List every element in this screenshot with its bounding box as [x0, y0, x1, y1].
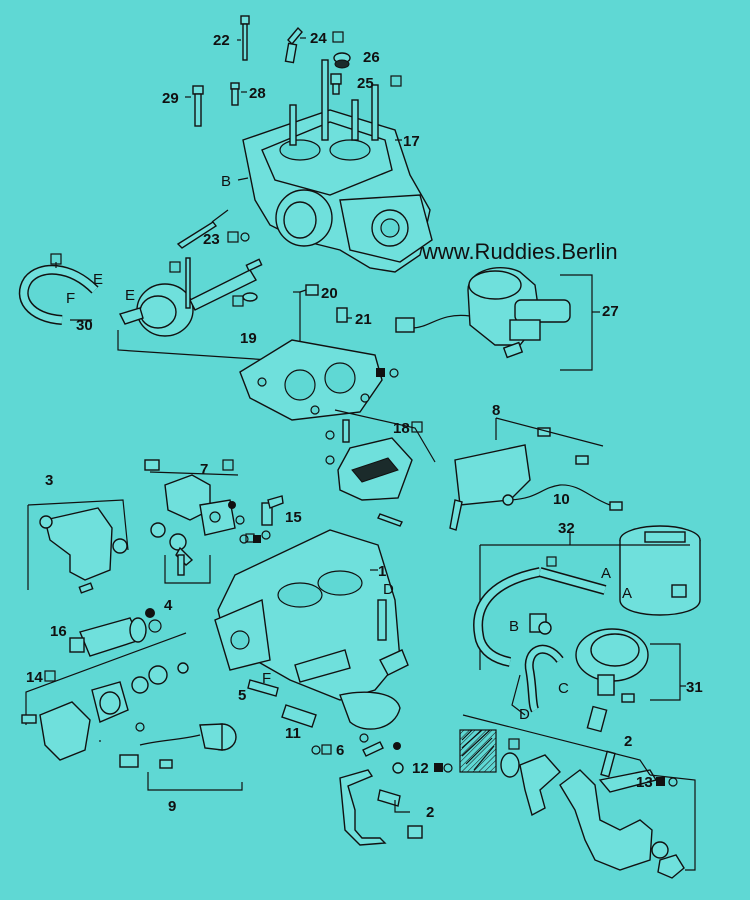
float-bowl-32: [479, 525, 701, 670]
plug-20: [299, 284, 319, 296]
throttle-lever-2b: [462, 714, 696, 879]
throttle-lever-2a: [339, 769, 423, 846]
letter-D-body: D: [383, 581, 394, 598]
callout-17: 17: [403, 133, 420, 150]
callout-22: 22: [213, 32, 230, 49]
callout-13: 13: [636, 774, 653, 791]
float-18: [325, 409, 436, 527]
fitting-B: [529, 613, 552, 635]
vacuum-unit-31: [575, 628, 686, 733]
callout-4: 4: [164, 597, 173, 614]
callout-12: 12: [412, 760, 429, 777]
valve-21: [336, 307, 352, 323]
callout-3: 3: [45, 472, 53, 489]
screw-5: [247, 679, 279, 697]
screw-24: [284, 26, 306, 64]
accelerator-pump-27: [395, 267, 600, 371]
callout-11: 11: [285, 725, 301, 742]
callout-16: 16: [50, 623, 67, 640]
hose-C: [511, 644, 564, 716]
callout-15: 15: [285, 509, 302, 526]
letter-A-hose: A: [601, 565, 611, 582]
callout-26: 26: [363, 49, 380, 66]
callout-29: 29: [162, 90, 179, 107]
watermark-text: www.Ruddies.Berlin: [421, 239, 618, 264]
choke-7: [144, 459, 245, 536]
return-spring: [459, 729, 520, 778]
callout-6: 6: [336, 742, 344, 759]
solenoid-16: [69, 608, 162, 657]
callout-30: 30: [76, 317, 93, 334]
callout-1: 1: [378, 563, 386, 580]
screw-29: [185, 85, 204, 127]
carburetor-cover-17: [237, 59, 433, 273]
hose-A: [473, 556, 607, 667]
callout-8: 8: [492, 402, 500, 419]
letter-E-hose: E: [93, 271, 103, 288]
wire-10: [502, 484, 623, 511]
callout-10: 10: [553, 491, 570, 508]
callout-14: 14: [26, 669, 43, 686]
callout-21: 21: [355, 311, 372, 328]
needle-23: [176, 209, 229, 249]
diaphragm-19: [117, 257, 305, 363]
hose-30: [18, 262, 99, 325]
nut-26: [333, 52, 351, 69]
letter-D-hose: D: [519, 706, 530, 723]
carburetor-body-1: [214, 529, 409, 730]
callout-2b: 2: [624, 733, 632, 750]
jet-25: [330, 73, 342, 95]
valve-15: [239, 495, 284, 544]
callout-32: 32: [558, 520, 575, 537]
bracket-8: [449, 417, 604, 531]
callout-2a: 2: [426, 804, 434, 821]
sensor-9: [119, 723, 243, 791]
callout-20: 20: [321, 285, 338, 302]
lever-4: [150, 522, 211, 584]
letter-A-bowl: A: [622, 585, 632, 602]
callout-28: 28: [249, 85, 266, 102]
gasket: [239, 339, 399, 421]
actuator-14: [21, 632, 189, 761]
letter-F-hose: F: [66, 290, 75, 307]
sleeve-11: [281, 704, 317, 728]
callout-18: 18: [393, 420, 410, 437]
letter-B-top: B: [221, 173, 231, 190]
letter-F-body: F: [262, 670, 271, 687]
callout-23: 23: [203, 231, 220, 248]
callout-9: 9: [168, 798, 176, 815]
letter-E-diaphragm: E: [125, 287, 135, 304]
callout-19: 19: [240, 330, 257, 347]
callout-7: 7: [200, 461, 208, 478]
callout-31: 31: [686, 679, 703, 696]
callout-24: 24: [310, 30, 327, 47]
callout-25: 25: [357, 75, 374, 92]
spring-12: [392, 742, 453, 774]
letter-C-hose: C: [558, 680, 569, 697]
callout-27: 27: [602, 303, 619, 320]
letter-B-fitting: B: [509, 618, 519, 635]
bracket-3: [27, 499, 129, 594]
screw-6: [311, 733, 384, 757]
screw-28: [230, 82, 247, 106]
screw-22: [237, 15, 250, 61]
callout-5: 5: [238, 687, 246, 704]
